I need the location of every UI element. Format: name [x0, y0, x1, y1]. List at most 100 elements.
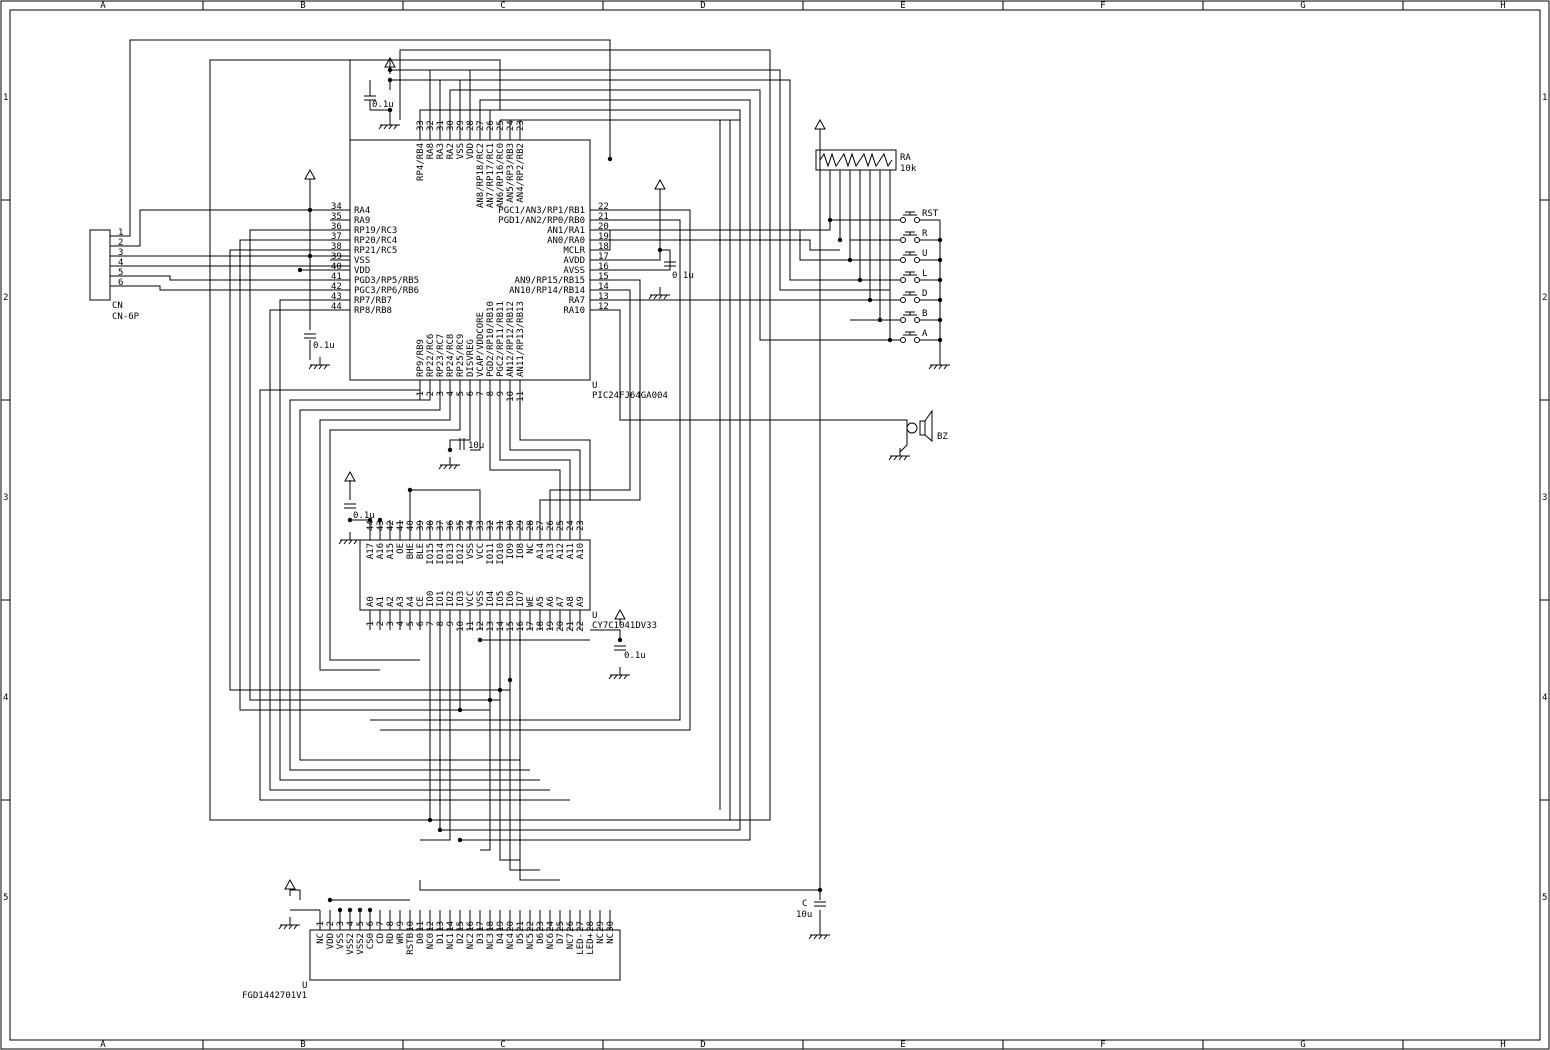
junction-dot [837, 237, 843, 243]
ground-icon [898, 455, 903, 461]
resistor-array-value: 10k [900, 164, 917, 174]
cap-top-value: 0.1u [372, 100, 394, 110]
junction-dot [937, 277, 943, 283]
junction-dot [437, 827, 443, 833]
button-label: RST [922, 209, 939, 219]
lcd-pin-number: 23 [536, 921, 546, 932]
ground-icon [943, 364, 948, 370]
lcd-pin-number: 5 [356, 921, 366, 926]
lcd-pin-number: 10 [406, 921, 416, 932]
sram-pin-name: A6 [546, 596, 556, 607]
sram-pin-name: IO2 [446, 591, 456, 607]
mcu-pin-name: RA9 [354, 216, 370, 226]
lcd-pin-name: D1 [436, 933, 446, 944]
ground-icon [823, 934, 828, 940]
junction-dot [347, 907, 353, 913]
lcd-ref: U [302, 981, 307, 991]
power-icon [284, 878, 296, 890]
frame-row-label: 4 [3, 693, 8, 703]
mcu-pin-name: AN11/RP13/RB13 [516, 301, 526, 377]
lcd-pin-number: 14 [446, 921, 456, 932]
ground-icon [313, 364, 318, 370]
lcd-pin-number: 28 [586, 921, 596, 932]
mcu-pin-number: 3 [436, 391, 446, 396]
buzzer-ref: BZ [937, 432, 948, 442]
mcu-pin-name: AVSS [563, 266, 585, 276]
junction-dot [487, 697, 493, 703]
lcd-pin-name: NC2 [466, 933, 476, 949]
mcu-pin-number: 36 [331, 222, 342, 232]
mcu-pin-name: RA3 [436, 143, 446, 159]
mcu-pin-number: 29 [456, 120, 466, 131]
ground-icon [343, 539, 348, 545]
cap-big-value: 10u [796, 910, 812, 920]
frame-row-label: 2 [1542, 293, 1547, 303]
mcu-pin-number: 24 [506, 120, 516, 131]
mcu-pin-name: AN6/RP16/RC0 [496, 143, 506, 208]
frame-col-label: A [100, 1, 106, 11]
lcd-pin-name: D7 [556, 933, 566, 944]
mcu-pin-name: RP7/RB7 [354, 296, 392, 306]
mcu-pin-name: AVDD [563, 256, 585, 266]
mcu-pin-name: VDD [466, 143, 476, 159]
lcd-pin-number: 2 [326, 921, 336, 926]
mcu-pin-name: RP9/RB9 [416, 339, 426, 377]
sram-pin-number: 21 [566, 621, 576, 632]
junction-dot [817, 887, 823, 893]
lcd-pin-name: D5 [516, 933, 526, 944]
connector-ref: CN [112, 301, 123, 311]
lcd-pin-number: 17 [476, 921, 486, 932]
mcu-pin-number: 40 [331, 262, 342, 272]
mcu-pin-number: 5 [456, 391, 466, 396]
mcu-pin-name: RP4/RB4 [416, 143, 426, 181]
frame-row-label: 5 [3, 893, 8, 903]
mcu-pin-number: 32 [426, 120, 436, 131]
sram-pin-number: 13 [486, 621, 496, 632]
sram-pin-number: 30 [506, 520, 516, 531]
sram-pin-number: 34 [466, 520, 476, 531]
sram-pin-name: A9 [576, 596, 586, 607]
sram-pin-number: 19 [546, 621, 556, 632]
button-label: B [922, 309, 927, 319]
junction-dot [607, 156, 613, 162]
sram-pin-name: IO1 [436, 591, 446, 607]
mcu-pin-name: DISVREG [466, 339, 476, 377]
junction-dot [307, 253, 313, 259]
sram-pin-number: 44 [366, 520, 376, 531]
junction-dot [867, 297, 873, 303]
mcu-pin-name: RP8/RB8 [354, 306, 392, 316]
sram-pin-name: A7 [556, 596, 566, 607]
sram-pin-number: 26 [546, 520, 556, 531]
junction-dot [497, 687, 503, 693]
mcu-pin-name: PGD1/AN2/RP0/RB0 [498, 216, 585, 226]
mcu-pin-number: 26 [486, 120, 496, 131]
sram-pin-name: A16 [376, 543, 386, 559]
button-label: D [922, 289, 927, 299]
ground-icon [448, 464, 453, 470]
ground-icon [383, 124, 388, 130]
ground-icon [318, 364, 323, 370]
frame-col-label: E [900, 1, 905, 11]
ground-icon [453, 464, 458, 470]
sram-pin-name: OE [396, 543, 406, 554]
power-icon [654, 178, 666, 190]
connector-pin-number: 6 [118, 278, 123, 288]
lcd-pin-name: CS0 [366, 933, 376, 949]
connector-pin-number: 3 [118, 248, 123, 258]
frame-col-label: F [1100, 1040, 1105, 1050]
button-contact [900, 237, 906, 243]
mcu-pin-name: RP22/RC6 [426, 334, 436, 377]
frame-row-label: 4 [1542, 693, 1547, 703]
cap-sram-bot-value: 0.1u [624, 651, 646, 661]
lcd-pin-name: LED+ [586, 932, 596, 954]
lcd-pin-name: NC7 [566, 933, 576, 949]
ground-icon [338, 539, 343, 545]
resistor-array-zigzag [819, 152, 893, 168]
sram-pin-number: 31 [496, 520, 506, 531]
power-icon [614, 608, 626, 620]
lcd-pin-name: D6 [536, 933, 546, 944]
sram-pin-number: 32 [486, 520, 496, 531]
lcd-pins: 1NC2VDD3VSS4VSS25VSS26CS07CD8RD9WR10RSTB… [316, 910, 616, 955]
lcd-pin-name: NC1 [446, 933, 456, 949]
sram-pin-number: 18 [536, 621, 546, 632]
